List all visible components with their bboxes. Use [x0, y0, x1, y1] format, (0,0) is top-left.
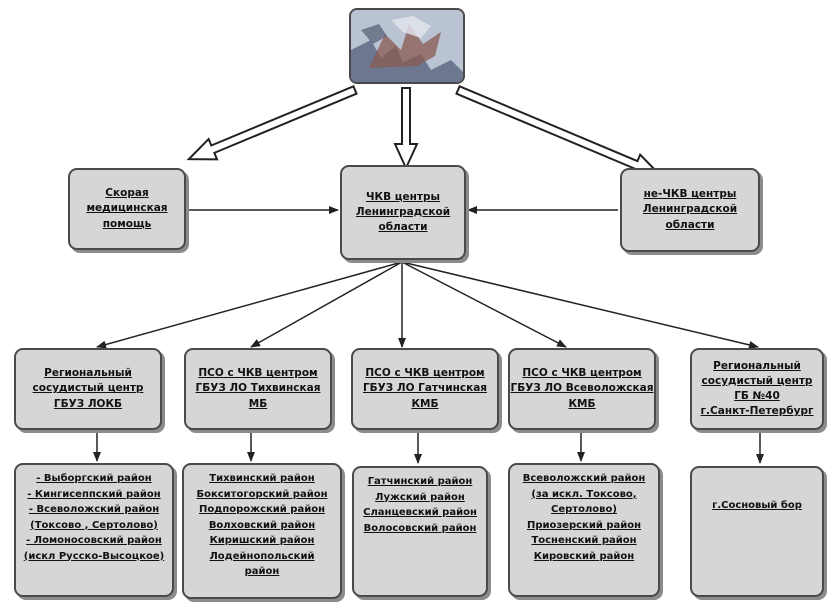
districts-1-line-3: - Всеволожский район	[28, 504, 160, 515]
non-pci-line-3: области	[665, 218, 715, 231]
center-box-2: ПСО с ЧКВ центром ГБУЗ ЛО Тихвинская МБ	[184, 348, 332, 430]
districts-2-line-4: Волховский район	[208, 519, 316, 531]
hollow-arrow-down	[393, 87, 419, 171]
non-pci-line-1: не-ЧКВ центры	[643, 188, 737, 201]
districts-4-line-6: Кировский район	[533, 550, 635, 562]
districts-box-1: - Выборгский район - Кингисеппский район…	[14, 463, 174, 597]
hollow-arrow-left	[186, 84, 358, 161]
districts-1-line-1: - Выборгский район	[36, 473, 152, 484]
districts-2-line-1: Тихвинский район	[209, 473, 315, 484]
center-3-line-3: КМБ	[411, 397, 439, 410]
logo-image	[349, 8, 465, 84]
center-2-line-1: ПСО с ЧКВ центром	[198, 367, 318, 380]
districts-3-line-4: Волосовский район	[363, 522, 477, 534]
districts-2-line-2: Бокситогорский район	[196, 488, 328, 500]
pci-centers-box: ЧКВ центры Ленинградской области	[340, 165, 466, 260]
center-5-line-4: г.Санкт-Петербург	[700, 405, 814, 418]
pci-centers-line-2: Ленинградской	[355, 205, 451, 218]
districts-2-line-7: район	[244, 566, 280, 577]
districts-1-line-2: - Кингисеппский район	[27, 488, 161, 500]
ambulance-line-3: помощь	[102, 217, 152, 230]
districts-box-4: Всеволожский район (за искл. Токсово, Се…	[508, 463, 660, 597]
districts-4-line-2: (за искл. Токсово,	[531, 488, 637, 500]
center-1-line-3: ГБУЗ ЛОКБ	[53, 397, 123, 410]
center-5-line-2: сосудистый центр	[701, 374, 813, 387]
districts-4-line-5: Тосненский район	[531, 535, 637, 546]
districts-1-line-4: (Токсово , Сертолово)	[30, 519, 158, 531]
districts-3-line-3: Сланцевский район	[363, 507, 477, 518]
center-3-line-1: ПСО с ЧКВ центром	[365, 367, 485, 380]
arrow-to-center-5	[401, 261, 759, 349]
center-5-line-3: ГБ №40	[734, 390, 780, 402]
center-4-line-3: КМБ	[568, 397, 596, 410]
districts-box-3: Гатчинский район Лужский район Сланцевск…	[352, 466, 488, 597]
center-box-1: Региональный сосудистый центр ГБУЗ ЛОКБ	[14, 348, 162, 430]
districts-3-line-1: Гатчинский район	[367, 476, 473, 487]
arrow-to-center-2	[250, 261, 403, 348]
districts-4-line-1: Всеволожский район	[522, 473, 646, 484]
districts-3-line-2: Лужский район	[375, 491, 465, 503]
pci-centers-line-1: ЧКВ центры	[366, 190, 440, 203]
center-1-line-1: Региональный	[44, 367, 132, 380]
districts-1-line-5: - Ломоносовский район	[26, 535, 162, 546]
center-3-line-2: ГБУЗ ЛО Гатчинская	[362, 382, 488, 395]
center-1-line-2: сосудистый центр	[32, 382, 144, 395]
center-2-line-2: ГБУЗ ЛО Тихвинская	[195, 382, 321, 395]
districts-2-line-5: Киришский район	[209, 535, 315, 546]
districts-1-line-6: (искл Русско-Высоцкое)	[23, 550, 165, 562]
center-5-line-1: Региональный	[713, 359, 801, 372]
center-box-5: Региональный сосудистый центр ГБ №40 г.С…	[690, 348, 824, 430]
center-box-3: ПСО с ЧКВ центром ГБУЗ ЛО Гатчинская КМБ	[351, 348, 499, 430]
districts-box-2: Тихвинский район Бокситогорский район По…	[182, 463, 342, 599]
districts-4-line-3: Сертолово)	[551, 504, 617, 515]
arrow-to-center-1	[96, 261, 403, 349]
center-4-line-2: ГБУЗ ЛО Всеволожская	[510, 382, 654, 395]
districts-2-line-3: Подпорожский район	[199, 504, 325, 515]
ambulance-line-1: Скорая	[105, 187, 149, 200]
non-pci-centers-box: не-ЧКВ центры Ленинградской области	[620, 168, 760, 252]
center-4-line-1: ПСО с ЧКВ центром	[522, 367, 642, 380]
ambulance-line-2: медицинская	[86, 202, 168, 215]
districts-box-5: г.Сосновый бор	[690, 466, 824, 597]
non-pci-line-2: Ленинградской	[642, 203, 738, 216]
pci-centers-line-3: области	[378, 221, 428, 234]
districts-2-line-6: Лодейнопольский	[209, 550, 315, 562]
districts-4-line-4: Приозерский район	[526, 519, 642, 531]
center-box-4: ПСО с ЧКВ центром ГБУЗ ЛО Всеволожская К…	[508, 348, 656, 430]
districts-5-line-1: г.Сосновый бор	[712, 500, 802, 511]
center-2-line-3: МБ	[248, 397, 268, 410]
arrow-to-center-4	[401, 261, 567, 348]
ambulance-box: Скорая медицинская помощь	[68, 168, 186, 250]
